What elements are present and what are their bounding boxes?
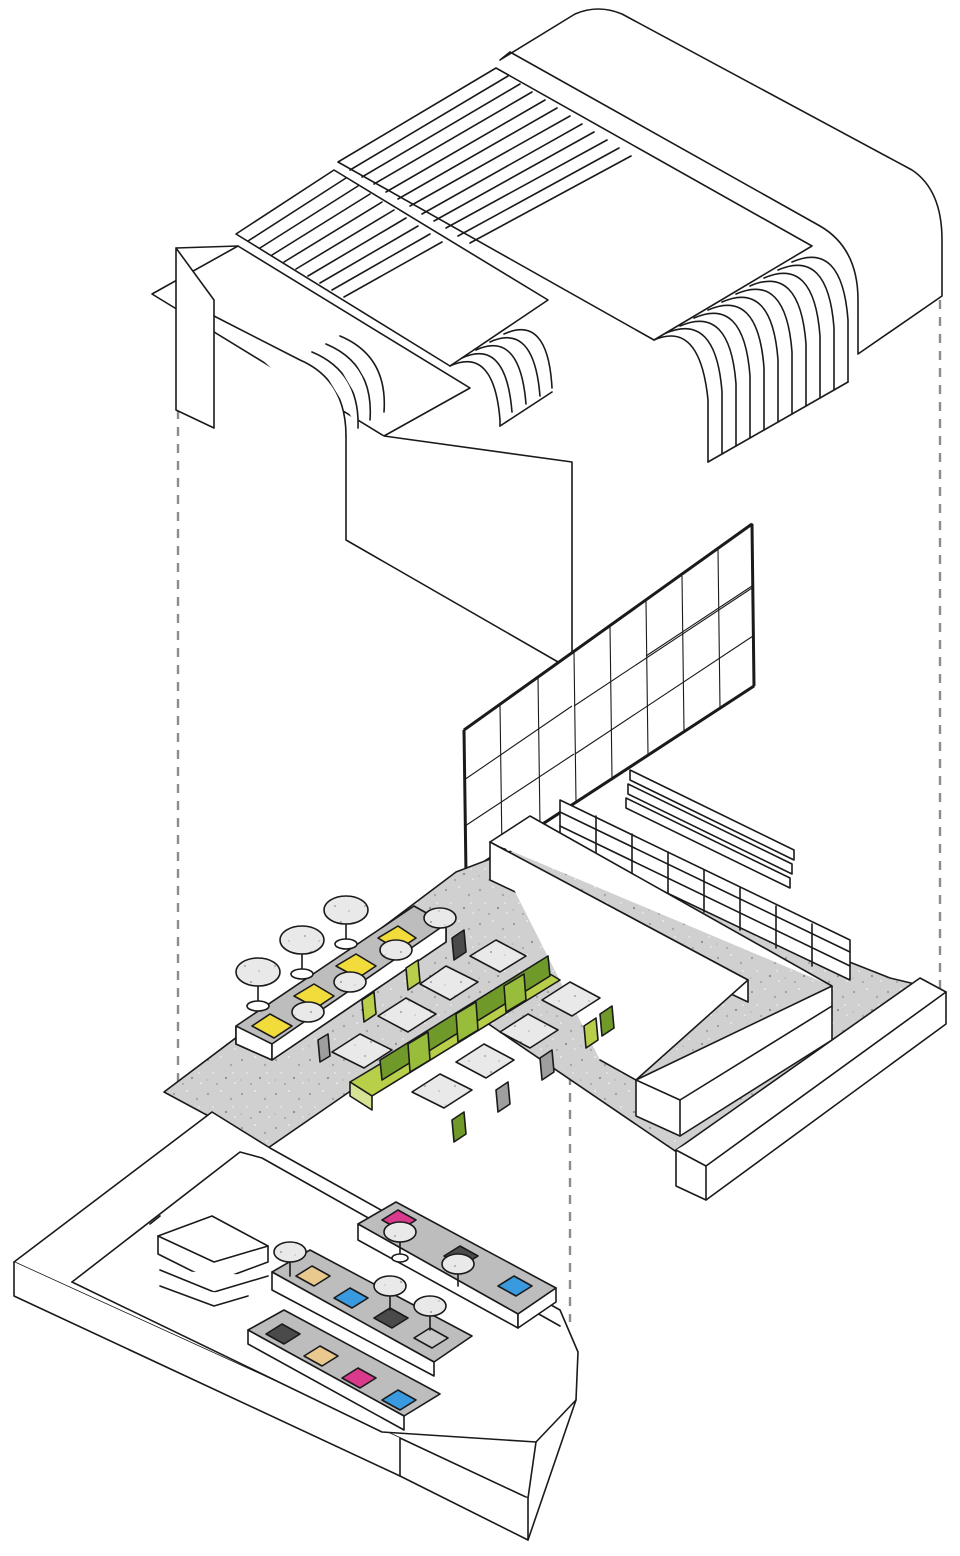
outer-bench — [675, 977, 947, 1201]
chair-olive — [599, 1005, 615, 1037]
round-table — [441, 1253, 475, 1287]
square-table — [499, 1013, 559, 1049]
round-table — [383, 1221, 417, 1263]
chairs — [317, 929, 615, 1143]
ceiling-vault-left — [151, 245, 573, 671]
cushion-sky-blue — [497, 1275, 533, 1297]
round-table — [379, 939, 413, 961]
ribbed-ceiling-layer — [151, 8, 943, 671]
cushion-dark — [373, 1307, 409, 1329]
cushion-light-grey — [413, 1327, 449, 1349]
chair-lime — [361, 991, 377, 1023]
square-tables — [331, 939, 601, 1109]
window-grid — [463, 549, 754, 853]
wall-shelves — [625, 769, 795, 889]
ceiling-slats-top — [337, 67, 813, 341]
ceiling-vault-right — [499, 8, 943, 355]
chair-olive — [451, 1111, 467, 1143]
cushion-dark — [265, 1323, 301, 1345]
round-table — [291, 1001, 325, 1023]
square-table — [411, 1073, 473, 1109]
l-counter — [489, 815, 833, 1137]
green-banquette — [349, 955, 561, 1111]
square-table — [455, 1043, 515, 1079]
round-table — [273, 1241, 307, 1277]
lower-lounge-layer — [13, 1111, 579, 1541]
cushion-sky-blue — [333, 1287, 369, 1309]
chair-lime — [405, 959, 421, 991]
round-table — [279, 925, 325, 980]
cafe-floor-layer — [163, 769, 947, 1201]
round-table — [373, 1275, 407, 1311]
cushion-sky-blue — [381, 1389, 417, 1411]
lounge-bench-lower — [247, 1309, 441, 1431]
square-table — [377, 997, 437, 1033]
square-table — [469, 939, 527, 973]
chair-grey — [539, 1049, 555, 1081]
square-table — [419, 965, 479, 1001]
square-table — [541, 981, 601, 1017]
ceiling-slats-middle — [235, 169, 549, 367]
lounge-steps — [157, 1215, 269, 1307]
ceiling-fins-middle — [449, 329, 553, 427]
round-table — [423, 907, 457, 929]
chair-grey — [317, 1033, 331, 1063]
square-table — [331, 1033, 393, 1069]
shelf-wall — [559, 799, 851, 981]
cushion-magenta — [341, 1367, 377, 1389]
round-table — [413, 1295, 447, 1331]
chair-lime — [583, 1017, 599, 1049]
round-tables — [235, 895, 457, 1023]
chair-dark — [451, 929, 467, 961]
cushion-tan — [295, 1265, 331, 1287]
cushion-yellow-1 — [251, 1013, 293, 1039]
round-table — [333, 971, 367, 993]
window-wall-layer — [462, 522, 756, 876]
round-table — [235, 957, 281, 1012]
chair-grey — [495, 1081, 511, 1113]
round-table — [323, 895, 369, 950]
cushion-tan — [303, 1345, 339, 1367]
ceiling-fins-right — [653, 256, 849, 463]
lounge-round-tables — [273, 1221, 475, 1331]
